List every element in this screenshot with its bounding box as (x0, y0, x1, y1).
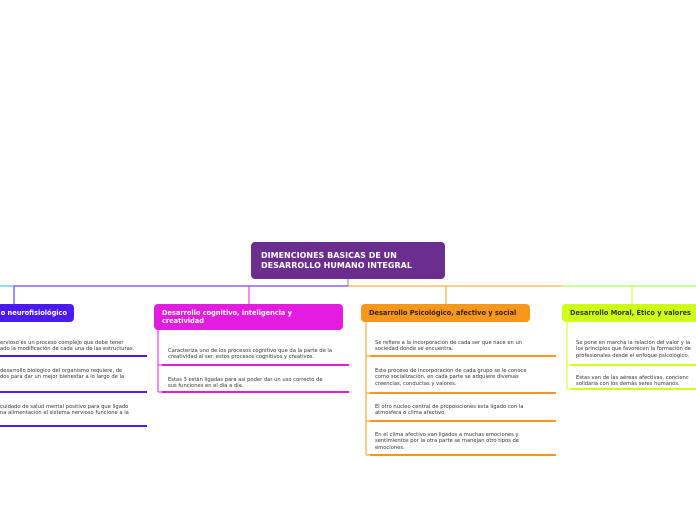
subtopic-text: En el clima afectivo van ligados a mucha… (375, 432, 519, 438)
subtopic-text: desarrollo biológico del organismo requi… (0, 368, 123, 374)
subtopic-psychological-2[interactable]: Este proceso de incorporación de cada gr… (375, 368, 555, 387)
subtopic-text: emociones. (375, 444, 405, 451)
subtopic-text: ado la modificación de cada una de las e… (0, 346, 135, 353)
subtopic-moral-1[interactable]: Se pone en marcha la relación del valor … (576, 340, 696, 359)
subtopic-psychological-3[interactable]: El otro núcleo central de proposiciones … (375, 404, 555, 417)
topic-cognitive[interactable]: Desarrollo cognitivo, inteligencia y cre… (154, 304, 343, 330)
subtopic-text: sociedad donde se encuentra. (375, 346, 454, 353)
subtopic-neuro-3[interactable]: cuidado de salud mental positivo para qu… (0, 404, 150, 417)
subtopic-text: Estas 3 están ligadas para así poder dar… (168, 377, 323, 383)
topic-neurophysiological-label: o neurofisiológico (0, 309, 67, 317)
subtopic-text: profesionales desde el enfoque psicológi… (576, 352, 690, 359)
subtopic-text: creencias, conductas y valores. (375, 380, 457, 387)
subtopic-text: Se refiere a la incorporación de cada se… (375, 340, 523, 346)
topic-cognitive-label: Desarrollo cognitivo, inteligencia y cre… (162, 309, 293, 325)
subtopic-text: como socialización, en cada parte se adq… (375, 374, 519, 381)
topic-moral-label: Desarrollo Moral, Ético y valores (570, 309, 691, 317)
subtopic-text: na alimentación el sistema nervioso func… (0, 410, 129, 417)
subtopic-text: El otro núcleo central de proposiciones … (375, 404, 524, 410)
subtopic-text: atmosfera o clima afectivo. (375, 410, 446, 417)
subtopic-text: ervioso es un proceso complejo que debe … (0, 340, 124, 346)
central-topic[interactable]: DIMENCIONES BASICAS DE UN DESARROLLO HUM… (251, 242, 445, 279)
central-topic-line-2: DESARROLLO HUMANO INTEGRAL (261, 261, 412, 270)
subtopic-psychological-1[interactable]: Se refiere a la incorporación de cada se… (375, 340, 555, 353)
subtopic-text: Caracteriza uno de los procesos cognitiv… (168, 348, 333, 354)
topic-neurophysiological[interactable]: o neurofisiológico (0, 304, 74, 322)
subtopic-psychological-4[interactable]: En el clima afectivo van ligados a mucha… (375, 432, 555, 451)
subtopic-cognitive-2[interactable]: Estas 3 están ligadas para así poder dar… (168, 377, 350, 390)
subtopic-neuro-1[interactable]: ervioso es un proceso complejo que debe … (0, 340, 150, 353)
subtopic-moral-2[interactable]: Estas van de las aéreas afectivas, conci… (576, 375, 696, 388)
subtopic-text: Se pone en marcha la relación del valor … (576, 340, 691, 346)
topic-moral[interactable]: Desarrollo Moral, Ético y valores (562, 304, 696, 322)
subtopic-text: Este proceso de incorporación de cada gr… (375, 368, 527, 374)
subtopic-text: Estas van de las aéreas afectivas, conci… (576, 375, 689, 381)
subtopic-text: sentimientos por la otra parte se maneja… (375, 438, 519, 445)
subtopic-neuro-2[interactable]: desarrollo biológico del organismo requi… (0, 368, 150, 381)
topic-psychological-label: Desarrollo Psicológico, afectivo y socia… (369, 309, 517, 317)
subtopic-text: los principios que favorecen la formació… (576, 346, 691, 353)
subtopic-cognitive-1[interactable]: Caracteriza uno de los procesos cognitiv… (168, 348, 350, 361)
subtopic-text: solidaria con los demás seres humanos. (576, 381, 680, 388)
subtopic-text: creatividad al ser. estos procesos cogni… (168, 354, 315, 361)
topic-psychological[interactable]: Desarrollo Psicológico, afectivo y socia… (361, 304, 530, 322)
subtopic-text: dos para dar un mejor bienestar a lo lar… (0, 374, 125, 381)
central-topic-line-1: DIMENCIONES BASICAS DE UN (261, 251, 397, 260)
subtopic-text: sus funciones en el día a día. (168, 383, 244, 390)
subtopic-text: cuidado de salud mental positivo para qu… (0, 404, 129, 410)
